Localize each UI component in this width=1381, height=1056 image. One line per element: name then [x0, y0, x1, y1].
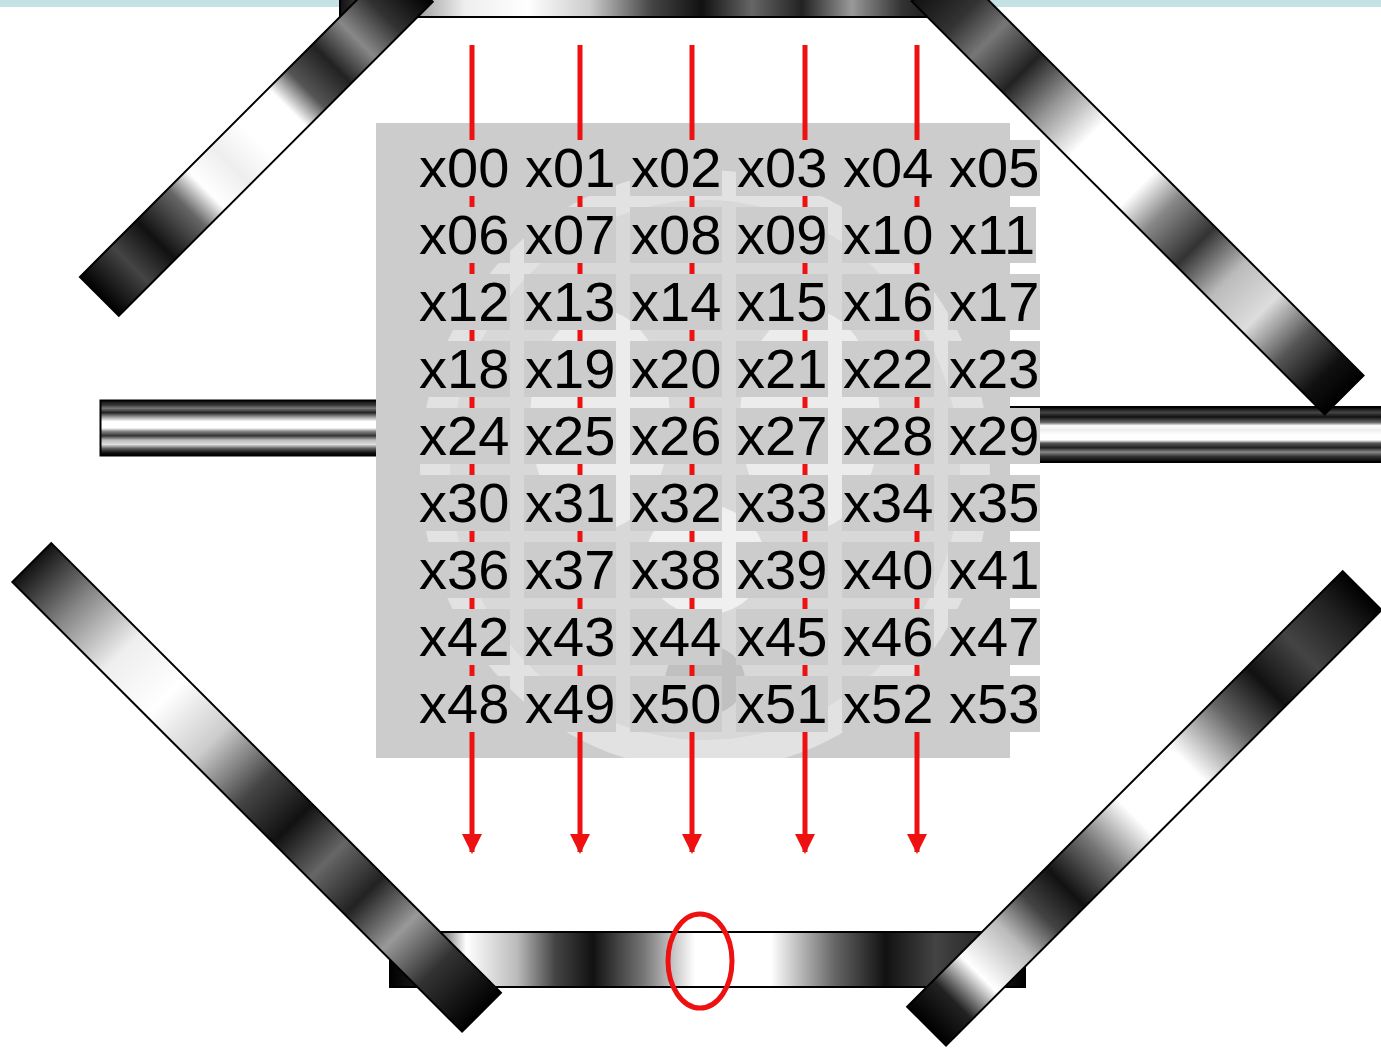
pixel-label: x12: [418, 274, 510, 330]
pixel-label: x49: [524, 676, 616, 732]
pixel-label: x50: [630, 676, 722, 732]
pixel-label: x35: [948, 475, 1040, 531]
image-square: [376, 123, 1010, 758]
pixel-label: x08: [630, 207, 722, 263]
pixel-label: x07: [524, 207, 616, 263]
pixel-label: x31: [524, 475, 616, 531]
pixel-label: x21: [736, 341, 828, 397]
pixel-label: x47: [948, 609, 1040, 665]
pixel-label: x00: [418, 140, 510, 196]
pixel-label: x30: [418, 475, 510, 531]
pixel-label: x19: [524, 341, 616, 397]
pixel-label: x02: [630, 140, 722, 196]
pixel-label: x52: [842, 676, 934, 732]
pixel-label: x17: [948, 274, 1040, 330]
pixel-label: x53: [948, 676, 1040, 732]
pixel-label: x48: [418, 676, 510, 732]
highlight-ellipse: [668, 914, 732, 1008]
pixel-label: x45: [736, 609, 828, 665]
detector-strip: [907, 571, 1381, 1045]
detector-strip: [912, 0, 1364, 414]
pixel-label: x06: [418, 207, 510, 263]
pixel-label: x46: [842, 609, 934, 665]
pixel-label: x03: [736, 140, 828, 196]
pixel-label: x29: [948, 408, 1040, 464]
pixel-label: x27: [736, 408, 828, 464]
pixel-label: x20: [630, 341, 722, 397]
pixel-label: x34: [842, 475, 934, 531]
pixel-label: x26: [630, 408, 722, 464]
pixel-label: x28: [842, 408, 934, 464]
pixel-label: x44: [630, 609, 722, 665]
pixel-label: x10: [842, 207, 934, 263]
pixel-label: x42: [418, 609, 510, 665]
pixel-label: x38: [630, 542, 722, 598]
pixel-label: x22: [842, 341, 934, 397]
pixel-label: x09: [736, 207, 828, 263]
pixel-label: x18: [418, 341, 510, 397]
pixel-label: x40: [842, 542, 934, 598]
pixel-label: x11: [948, 207, 1036, 263]
pixel-label: x51: [736, 676, 828, 732]
pixel-label: x39: [736, 542, 828, 598]
pixel-label: x01: [524, 140, 616, 196]
pixel-label: x24: [418, 408, 510, 464]
body-inner: [450, 200, 960, 740]
pixel-label: x23: [948, 341, 1040, 397]
pixel-label: x43: [524, 609, 616, 665]
pixel-label: x16: [842, 274, 934, 330]
pixel-label: x41: [948, 542, 1040, 598]
detector-strip: [340, 0, 964, 17]
pixel-label: x33: [736, 475, 828, 531]
pixel-label: x04: [842, 140, 934, 196]
pixel-label: x25: [524, 408, 616, 464]
pixel-label: x15: [736, 274, 828, 330]
pixel-label: x36: [418, 542, 510, 598]
pixel-label: x32: [630, 475, 722, 531]
pixel-label: x13: [524, 274, 616, 330]
pixel-label: x05: [948, 140, 1040, 196]
pixel-label: x14: [630, 274, 722, 330]
pixel-label: x37: [524, 542, 616, 598]
